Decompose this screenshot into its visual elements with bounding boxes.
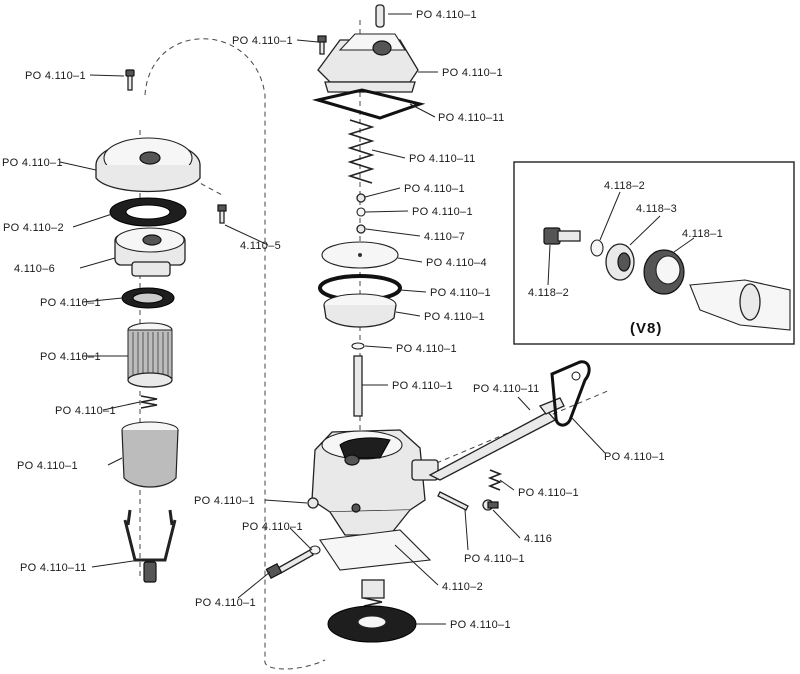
left-filter-element xyxy=(127,322,173,388)
label-center-ring: PO 4.110–1 xyxy=(430,287,491,299)
rocker-spring xyxy=(487,469,503,491)
v8-eccentric xyxy=(643,249,685,295)
v8-washer xyxy=(590,239,604,257)
top-pin xyxy=(375,4,385,28)
v8-camshaft-end xyxy=(689,279,791,331)
label-top-gasket: PO 4.110–11 xyxy=(438,112,505,124)
label-center-small-part-2: PO 4.110–1 xyxy=(412,206,473,218)
label-top-cover: PO 4.110–1 xyxy=(442,67,503,79)
label-left-seal-ring: PO 4.110–1 xyxy=(40,297,101,309)
rocker-arm xyxy=(428,397,565,481)
label-lower-housing: 4.110–2 xyxy=(442,581,483,593)
left-small-spring xyxy=(140,395,158,409)
label-v8-bolt: 4.118–2 xyxy=(528,287,569,299)
label-left-valve-body: 4.110–6 xyxy=(14,263,55,275)
v8-inset-title: (V8) xyxy=(630,320,662,337)
label-rocker-arm: PO 4.110–11 xyxy=(473,383,540,395)
leader-lines xyxy=(59,13,695,625)
top-small-screw xyxy=(317,35,327,55)
label-left-gasket: PO 4.110–2 xyxy=(3,222,64,234)
left-gasket xyxy=(109,197,187,227)
center-small-parts xyxy=(356,193,366,234)
bottom-diaphragm xyxy=(327,605,417,643)
top-cover xyxy=(317,33,419,93)
side-plug-screw xyxy=(482,499,499,511)
label-left-bowl: PO 4.110–1 xyxy=(17,460,78,472)
left-cover xyxy=(95,137,201,193)
label-v8-bushing: 4.118–3 xyxy=(636,203,677,215)
center-pull-rod xyxy=(353,355,363,417)
label-left-cover: PO 4.110–1 xyxy=(2,157,63,169)
label-body-screw: PO 4.110–1 xyxy=(194,495,255,507)
valve-cage-spring xyxy=(361,579,385,611)
label-left-small-spring: PO 4.110–1 xyxy=(55,405,116,417)
label-v8-eccentric: 4.118–1 xyxy=(682,228,723,240)
top-diaphragm-gasket xyxy=(312,88,426,120)
label-side-plug: 4.116 xyxy=(524,533,552,545)
label-top-pin: PO 4.110–1 xyxy=(416,9,477,21)
label-top-screw: PO 4.110–1 xyxy=(232,35,293,47)
label-left-side-screw: 4.110–5 xyxy=(240,240,281,252)
part-labels: PO 4.110–1 PO 4.110–1 PO 4.110–1 PO 4.11… xyxy=(2,9,723,631)
label-center-small-part-3: 4.110–7 xyxy=(424,231,465,243)
long-bolt xyxy=(265,545,321,580)
label-center-small-part-1: PO 4.110–1 xyxy=(404,183,465,195)
label-bail-clamp: PO 4.110–11 xyxy=(20,562,87,574)
label-center-spring: PO 4.110–11 xyxy=(409,153,476,165)
center-diaphragm-cup xyxy=(323,293,397,328)
label-center-rod: PO 4.110–1 xyxy=(392,380,453,392)
mounting-flange-gasket xyxy=(550,360,591,427)
left-seal-ring xyxy=(121,287,175,309)
label-rocker-spring: PO 4.110–1 xyxy=(518,487,579,499)
center-diaphragm-disc xyxy=(321,241,399,269)
center-large-spring xyxy=(347,119,375,184)
label-long-bolt: PO 4.110–1 xyxy=(195,597,256,609)
label-center-cup: PO 4.110–1 xyxy=(424,311,485,323)
v8-inset: (V8) xyxy=(513,161,795,345)
center-washer xyxy=(351,342,365,350)
lower-diaphragm-housing xyxy=(319,503,432,571)
v8-bolt xyxy=(543,227,581,245)
label-left-filter: PO 4.110–1 xyxy=(40,351,101,363)
left-screw xyxy=(125,69,135,91)
pump-body xyxy=(311,429,439,536)
left-bowl xyxy=(121,421,179,488)
left-side-screw xyxy=(217,204,227,224)
left-valve-body xyxy=(114,227,186,277)
label-left-screw: PO 4.110–1 xyxy=(25,70,86,82)
rocker-pin xyxy=(437,491,469,511)
label-flange-gasket: PO 4.110–1 xyxy=(604,451,665,463)
v8-bushing xyxy=(605,243,635,281)
label-v8-washer: 4.118–2 xyxy=(604,180,645,192)
label-bottom-diaphragm: PO 4.110–1 xyxy=(450,619,511,631)
label-bolt-washer: PO 4.110–1 xyxy=(242,521,303,533)
label-center-washer: PO 4.110–1 xyxy=(396,343,457,355)
left-bail-clamp xyxy=(123,509,177,583)
body-screw-small xyxy=(307,497,319,509)
label-center-disc: PO 4.110–4 xyxy=(426,257,487,269)
label-rocker-pin: PO 4.110–1 xyxy=(464,553,525,565)
